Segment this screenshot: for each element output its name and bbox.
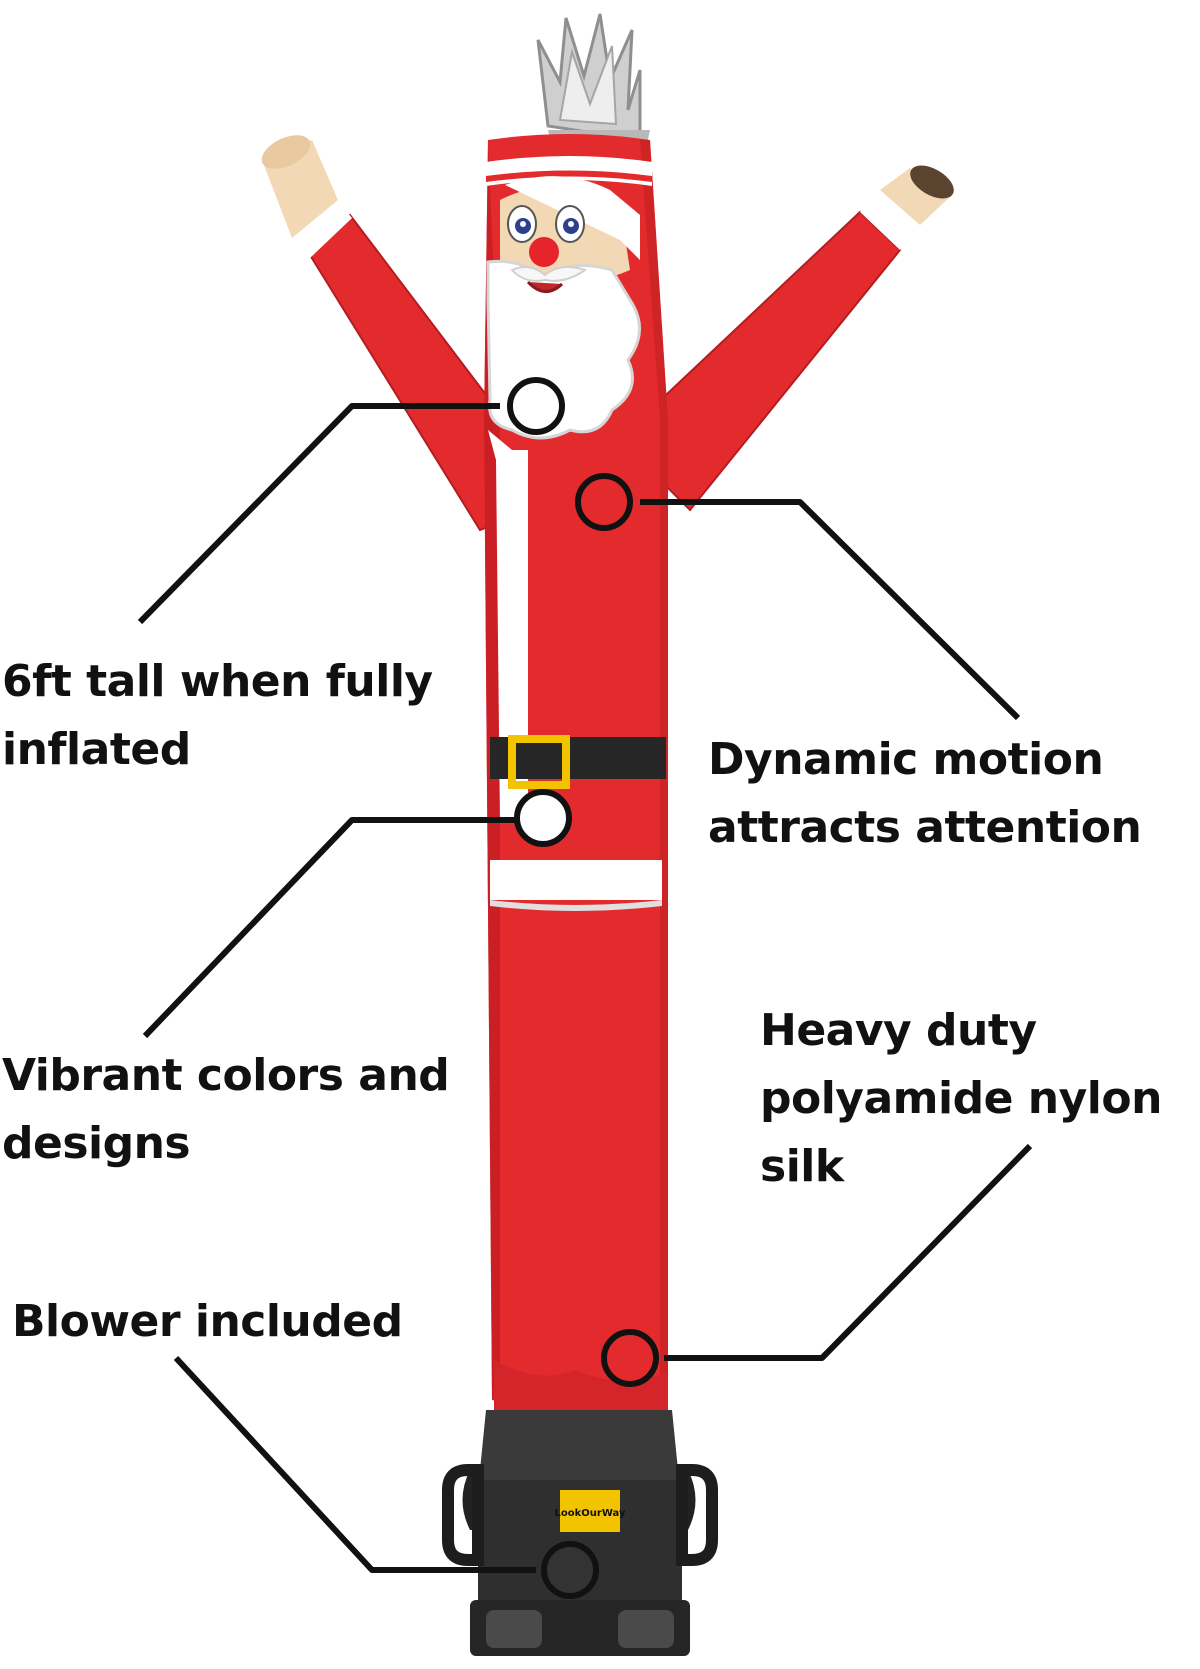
leader-dot-material: [601, 1329, 659, 1387]
callout-material-line2: polyamide nylon: [760, 1073, 1162, 1124]
callout-height-line2: inflated: [2, 724, 191, 775]
leader-line-motion: [640, 499, 1021, 721]
santa-face: [500, 176, 640, 285]
callout-colors-line1: Vibrant colors and: [2, 1050, 450, 1101]
blower-vent: [486, 1610, 674, 1648]
suit-white-trim: [488, 430, 662, 911]
leader-dot-height: [507, 377, 565, 435]
callout-material-line1: Heavy duty: [760, 1005, 1037, 1056]
right-arm: [649, 165, 954, 512]
hat-band: [486, 156, 652, 186]
leader-line-blower: [173, 1355, 536, 1573]
leader-line-material: [664, 1143, 1033, 1361]
callout-height-line1: 6ft tall when fully: [2, 656, 433, 707]
leader-dot-colors: [514, 789, 572, 847]
callout-blower-line1: Blower included: [12, 1296, 403, 1347]
leader-dot-blower: [541, 1541, 599, 1599]
top-streamers: [536, 13, 650, 148]
callout-leaders: [137, 377, 1033, 1599]
callout-height: 6ft tall when fully inflated: [2, 648, 433, 784]
left-arm: [261, 135, 506, 532]
santa-belt: [490, 735, 666, 789]
leader-line-colors: [142, 817, 516, 1039]
callout-material: Heavy duty polyamide nylon silk: [760, 997, 1162, 1201]
callout-colors: Vibrant colors and designs: [2, 1042, 450, 1178]
tube-bottom-fold: [494, 1360, 668, 1410]
blower-base: LookOurWay: [442, 1410, 718, 1656]
leader-line-height: [137, 403, 500, 625]
callout-material-line3: silk: [760, 1141, 844, 1192]
callout-colors-line2: designs: [2, 1118, 191, 1169]
callout-motion-line2: attracts attention: [708, 802, 1142, 853]
callout-blower: Blower included: [12, 1288, 403, 1356]
callout-motion: Dynamic motion attracts attention: [708, 726, 1142, 862]
leader-dot-motion: [575, 473, 633, 531]
callout-motion-line1: Dynamic motion: [708, 734, 1104, 785]
blower-brand-label: LookOurWay: [555, 1508, 626, 1519]
